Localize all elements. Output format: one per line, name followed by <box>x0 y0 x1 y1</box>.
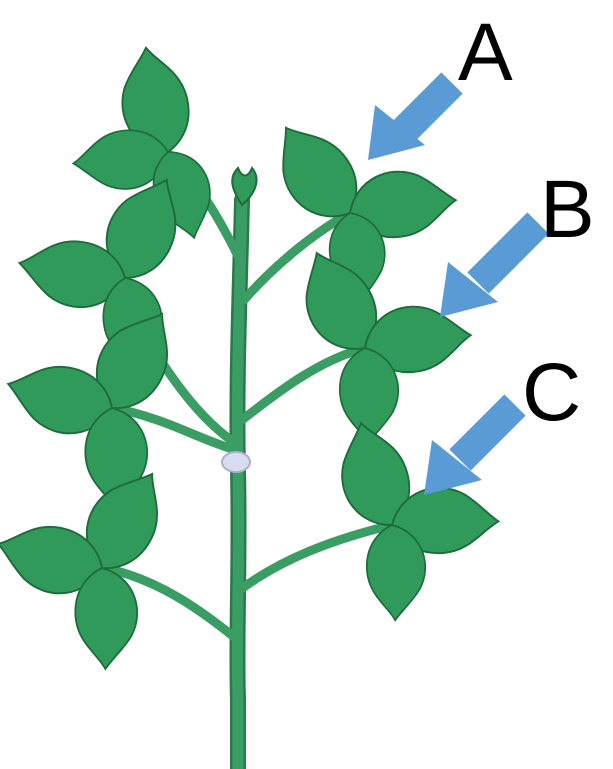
arrow-a <box>368 83 452 160</box>
label-b: B <box>540 164 595 255</box>
label-c: C <box>522 347 581 438</box>
label-a: A <box>458 7 513 98</box>
arrow-b <box>440 223 538 317</box>
arrow-c <box>424 405 515 495</box>
leaf-cluster-bottom-left <box>0 458 176 671</box>
leaf-cluster-middle-left <box>1 298 186 511</box>
